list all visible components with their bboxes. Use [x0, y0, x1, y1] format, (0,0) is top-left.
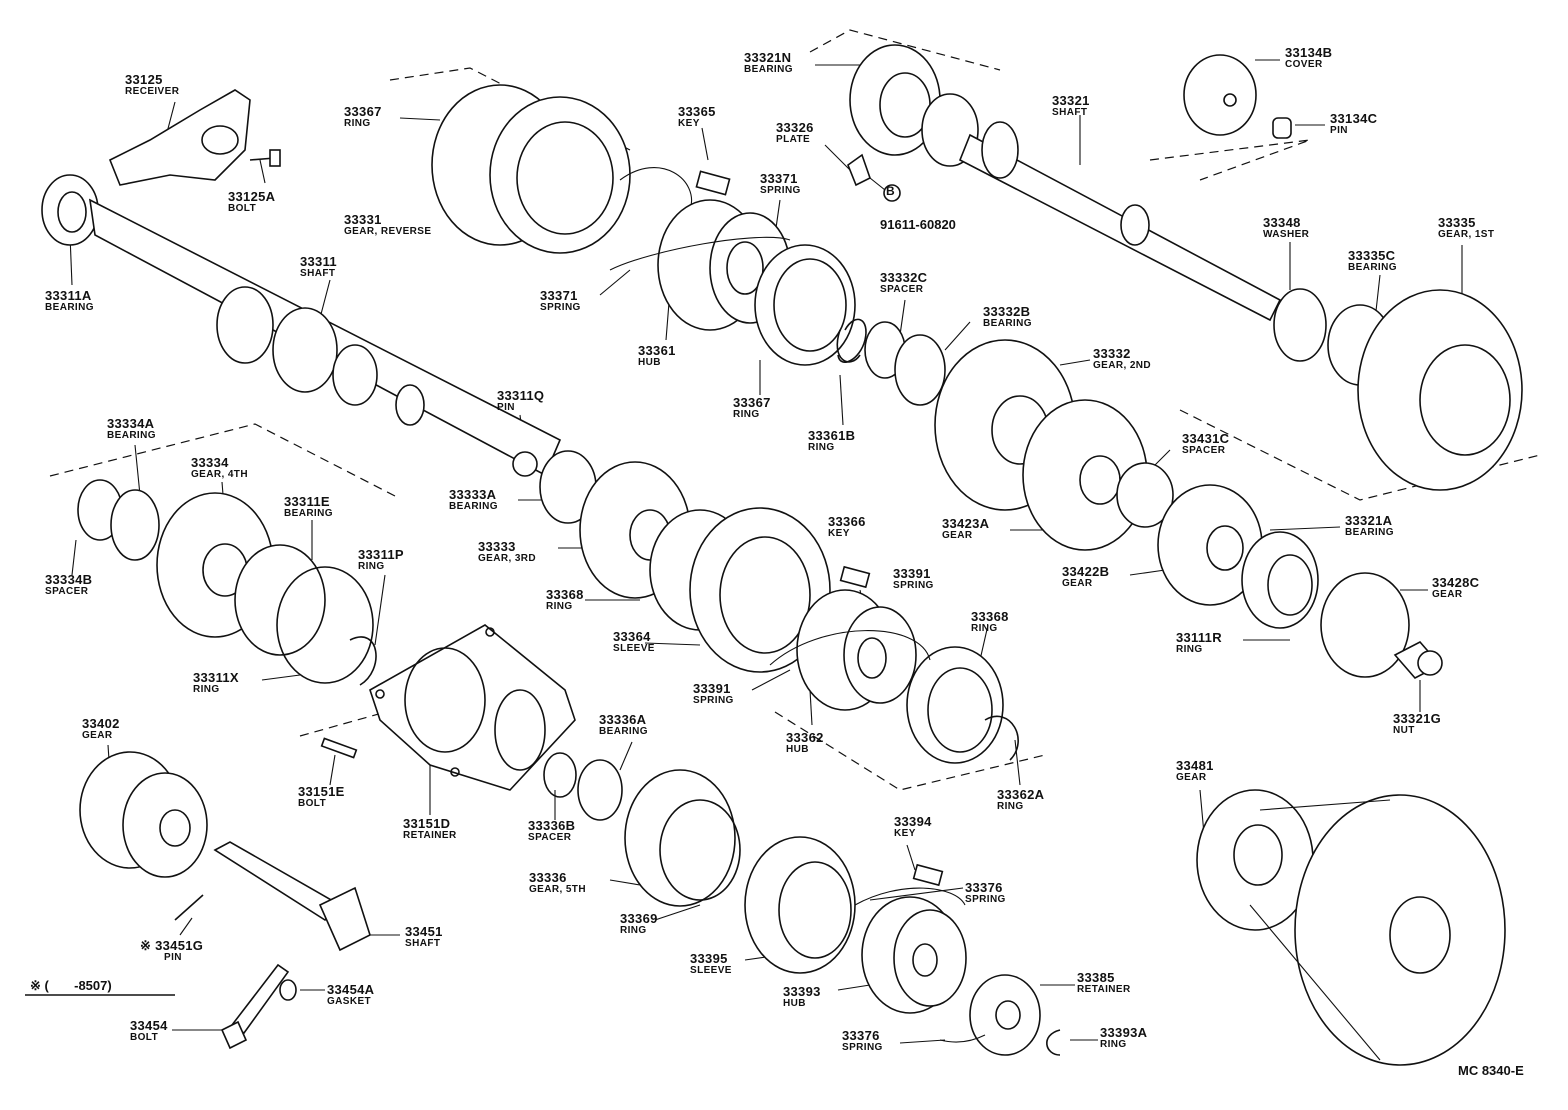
cover-drawing [1183, 54, 1292, 139]
retainer-33151d-drawing [320, 624, 576, 791]
plate-33326-drawing [847, 153, 901, 202]
output-shaft-drawing [849, 44, 1282, 322]
reverse-idler-drawing [79, 751, 371, 1050]
gear-3rd-drawing [539, 450, 871, 673]
gear-33481-drawing [1196, 789, 1506, 1066]
gear-1st-drawing [1273, 288, 1523, 491]
bolt-reference-part-no: 91611-60820 [880, 217, 956, 232]
counter-gear-drawing [1022, 399, 1443, 680]
drawing-code: MC 8340-E [1458, 1063, 1524, 1078]
gear-4th-drawing [77, 479, 377, 686]
hub-33361-drawing [609, 170, 861, 366]
bolt-reference-symbol: B [886, 184, 895, 198]
reverse-gear-drawing [431, 84, 693, 254]
input-shaft-drawing [41, 174, 562, 477]
hub-33362-drawing [769, 589, 1019, 764]
receiver-drawing [108, 89, 281, 186]
gear-5th-drawing [543, 752, 1061, 1056]
serial-note: ※ ( -8507) [30, 978, 112, 993]
